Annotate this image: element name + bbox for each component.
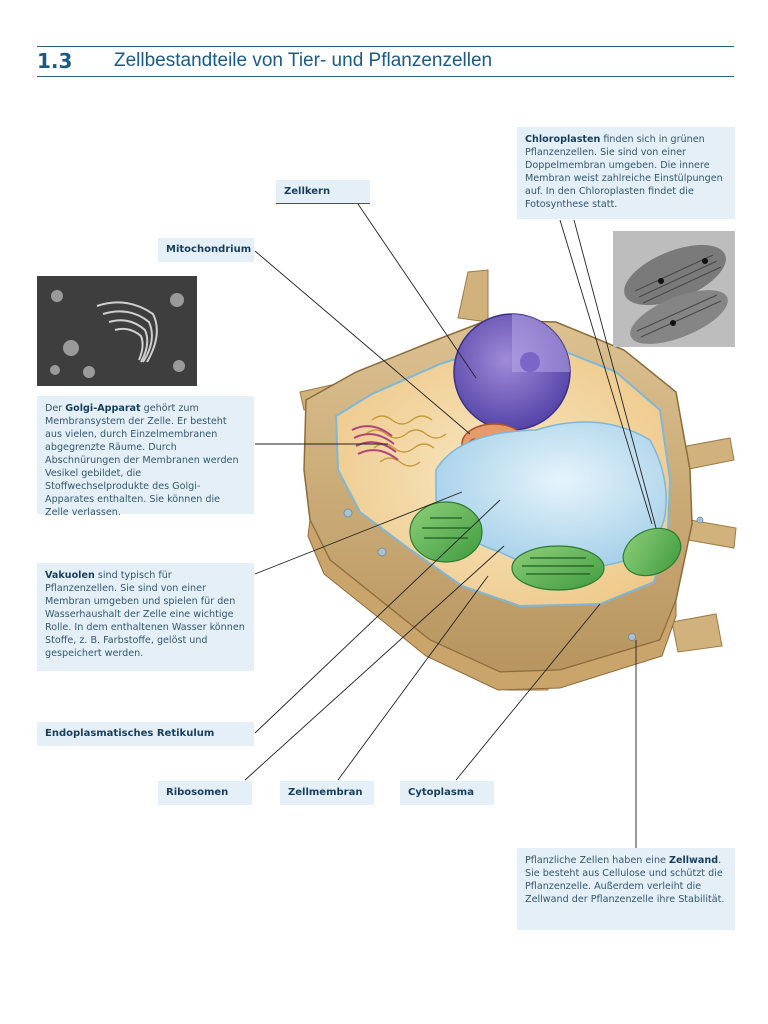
golgi-info-box: Der Golgi-Apparat gehört zum Membransyst… (37, 396, 254, 518)
label-text: Mitochondrium (166, 244, 252, 255)
chloroplast-micrograph (613, 231, 735, 347)
label-cytoplasma: Cytoplasma (400, 781, 494, 805)
term-chloroplasten: Chloroplasten (525, 134, 601, 145)
golgi-lead: Der (45, 403, 66, 414)
page-title: Zellbestandteile von Tier- und Pflanzenz… (114, 50, 493, 71)
label-er: Endoplasmatisches Retikulum (37, 722, 254, 746)
vakuolen-info-box: Vakuolen sind typisch für Pflanzenzellen… (37, 563, 254, 671)
golgi-stack (351, 425, 399, 461)
label-text: Ribosomen (166, 787, 229, 798)
zellwand-text: . Sie besteht aus Cellulose und schützt … (525, 855, 725, 905)
label-ribosomen: Ribosomen (158, 781, 252, 805)
term-zellwand: Zellwand (668, 855, 719, 866)
label-text: Zellkern (284, 186, 331, 197)
chloroplasts (409, 501, 682, 591)
term-golgi: Golgi-Apparat (65, 403, 141, 414)
chapter-number: 1.3 (37, 49, 73, 73)
label-text: Cytoplasma (408, 787, 474, 798)
chloroplast-info-box: Chloroplasten finden sich in grünen Pfla… (517, 127, 735, 219)
zellwand-info-box: Pflanzliche Zellen haben eine Zellwand. … (517, 848, 735, 930)
golgi-text: gehört zum Membransystem der Zelle. Er b… (45, 403, 239, 518)
term-vakuolen: Vakuolen (45, 570, 95, 581)
chloroplast-text: finden sich in grünen Pflanzenzellen. Si… (525, 134, 723, 210)
vacuole (435, 421, 667, 569)
zellwand-lead: Pflanzliche Zellen haben eine (525, 855, 669, 866)
label-text: Endoplasmatisches Retikulum (45, 728, 215, 739)
golgi-micrograph (37, 276, 197, 386)
label-zellmembran: Zellmembran (280, 781, 374, 805)
vakuolen-text: sind typisch für Pflanzenzellen. Sie sin… (45, 570, 245, 659)
label-mitochondrium: Mitochondrium (158, 238, 254, 262)
chapter-header: 1.3 Zellbestandteile von Tier- und Pflan… (37, 46, 734, 77)
label-zellkern: Zellkern (276, 180, 370, 204)
nucleus (453, 313, 571, 431)
label-text: Zellmembran (288, 787, 363, 798)
leader-lines (244, 203, 657, 848)
